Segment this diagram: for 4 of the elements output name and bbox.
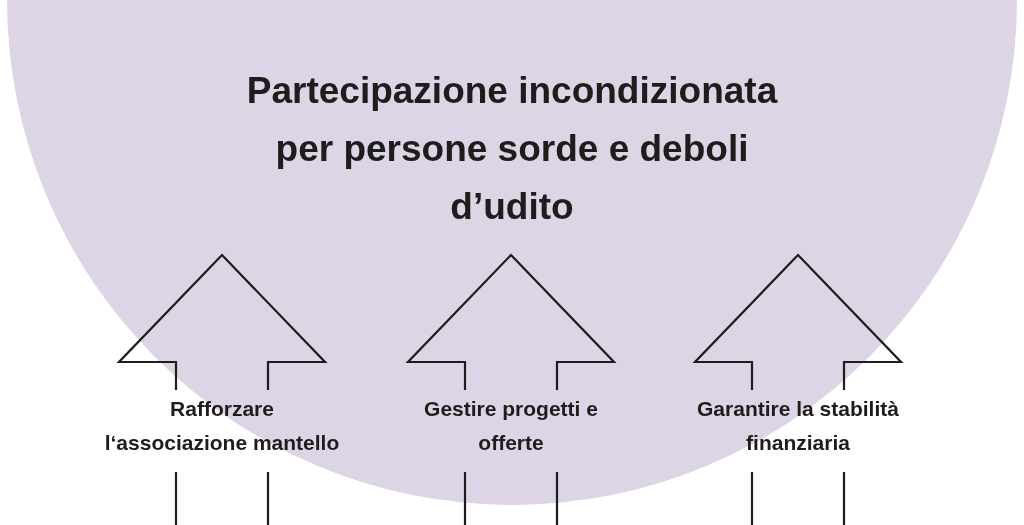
arrow-label: Garantire la stabilità finanziaria	[696, 396, 900, 456]
arrow-label: Gestire progetti e offerte	[423, 396, 599, 456]
title-text: Partecipazione incondizionata per persone sorde e deboli d’udito	[245, 69, 779, 229]
arrow-label: Rafforzare l‘associazione mantello	[103, 396, 341, 456]
